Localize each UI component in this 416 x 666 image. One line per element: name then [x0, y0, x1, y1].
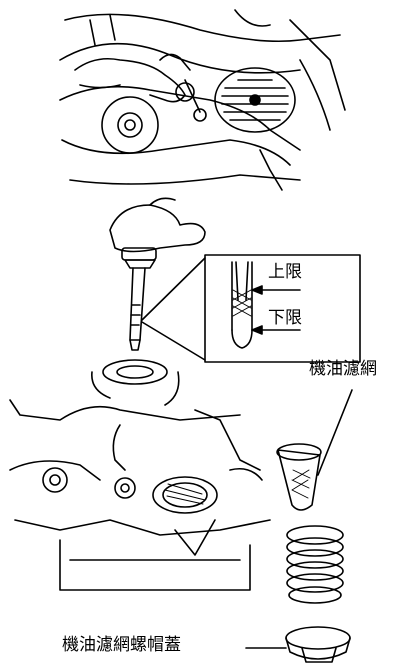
lower-limit-label: 下限	[268, 308, 302, 328]
oil-screen-cap-part	[245, 626, 351, 663]
upper-limit-label: 上限	[268, 262, 302, 282]
spring-part	[286, 525, 344, 604]
dipstick-illustration	[91, 197, 361, 406]
oil-screen-cap-label: 機油濾網螺帽蓋	[62, 635, 181, 655]
oil-screen-label: 機油濾網	[309, 359, 377, 379]
top-illustration	[59, 9, 346, 191]
engine-casing-illustration	[9, 399, 271, 591]
oil-screen-part	[276, 389, 353, 511]
